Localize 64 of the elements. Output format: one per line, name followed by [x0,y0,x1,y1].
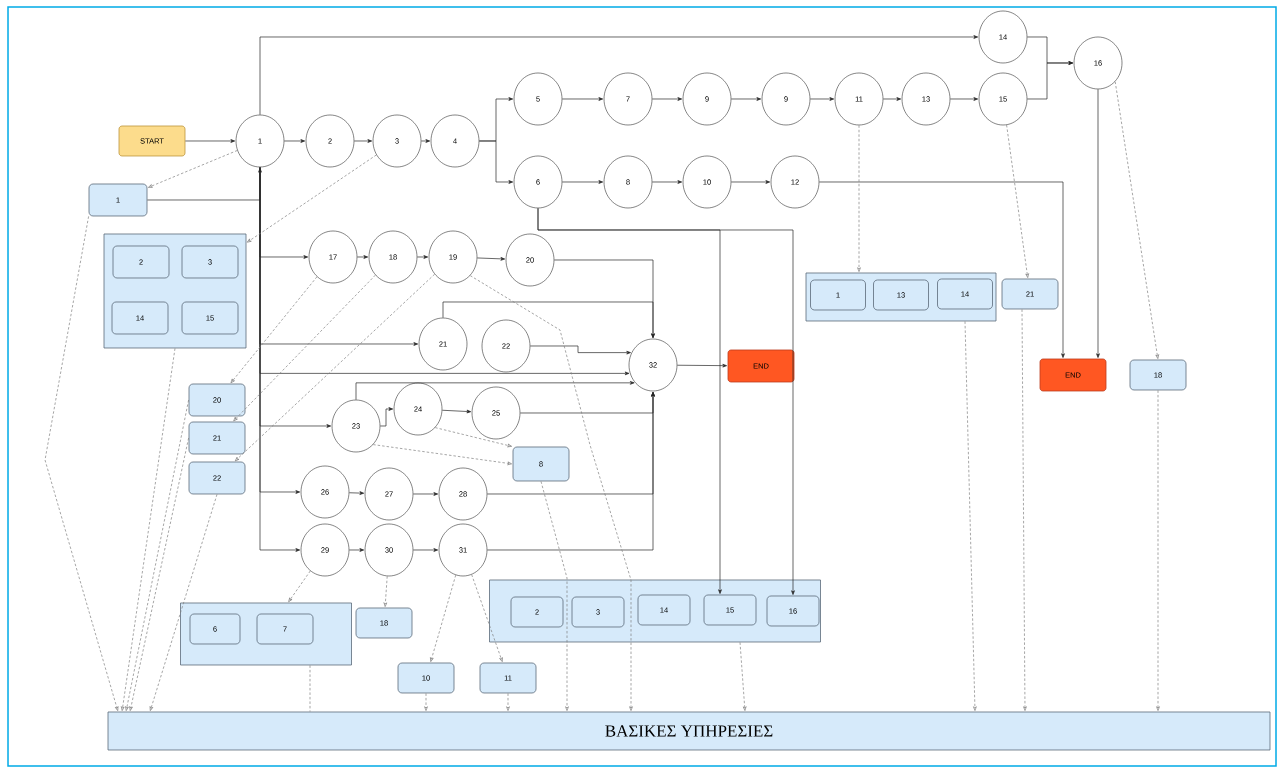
dashed-arrow [857,124,861,272]
arrow [529,345,631,355]
dashed-arrow [506,693,510,711]
arrow [259,166,301,552]
arrow [353,139,373,143]
arrow [379,407,394,427]
dashed-arrow [129,437,189,711]
arrow [949,97,979,101]
arrow [348,491,365,495]
arrow [730,97,762,101]
arrow [561,97,604,101]
dashed-arrow [120,348,176,711]
dashed-arrow [1021,309,1027,711]
dashed-arrow [246,154,377,243]
dashed-arrow [1006,124,1029,278]
arrow [441,409,472,414]
dashed-arrow [125,399,189,711]
arrow [442,301,655,339]
dashed-arrow [424,693,428,711]
arrow [818,181,1065,358]
arrow [283,139,306,143]
dashed-arrow [469,275,633,711]
arrow [882,97,902,101]
arrow [412,492,439,496]
base-services-bar: ΒΑΣΙΚΕΣ ΥΠΗΡΕΣΙΕΣ [107,711,1271,751]
dashed-arrow [739,642,747,711]
arrow [356,255,369,259]
dashed-arrow [471,574,503,662]
arrow [348,548,365,552]
arrow [676,363,727,368]
dashed-arrow [44,216,119,711]
dashed-arrow [1156,390,1160,711]
arrow [259,35,979,116]
arrow [420,139,431,143]
arrow [1026,61,1074,100]
dashed-arrow [288,570,311,603]
dashed-arrow [372,444,512,466]
dashed-arrow [540,481,569,711]
arrow [537,207,795,595]
arrow [809,97,835,101]
dashed-arrow [434,427,512,448]
arrow [147,167,262,201]
dashed-arrow [148,150,238,188]
dashed-arrow [149,494,218,711]
arrow [476,257,506,261]
arrow [185,139,236,143]
dashed-arrow [230,276,318,384]
arrow [478,140,514,184]
dashed-arrow [383,575,388,607]
arrow [651,180,683,184]
dashed-arrow [964,321,977,711]
dashed-arrow [430,574,457,662]
dashed-arrow [234,273,435,462]
arrow [486,391,655,551]
arrow [1096,88,1100,358]
arrow [730,180,771,184]
arrow [416,255,429,259]
arrow [355,381,635,401]
arrow [651,97,683,101]
dashed-arrow [233,274,376,422]
dashed-arrow [1114,81,1160,359]
arrow [561,180,604,184]
arrow [412,548,439,552]
connector-line [309,665,311,712]
